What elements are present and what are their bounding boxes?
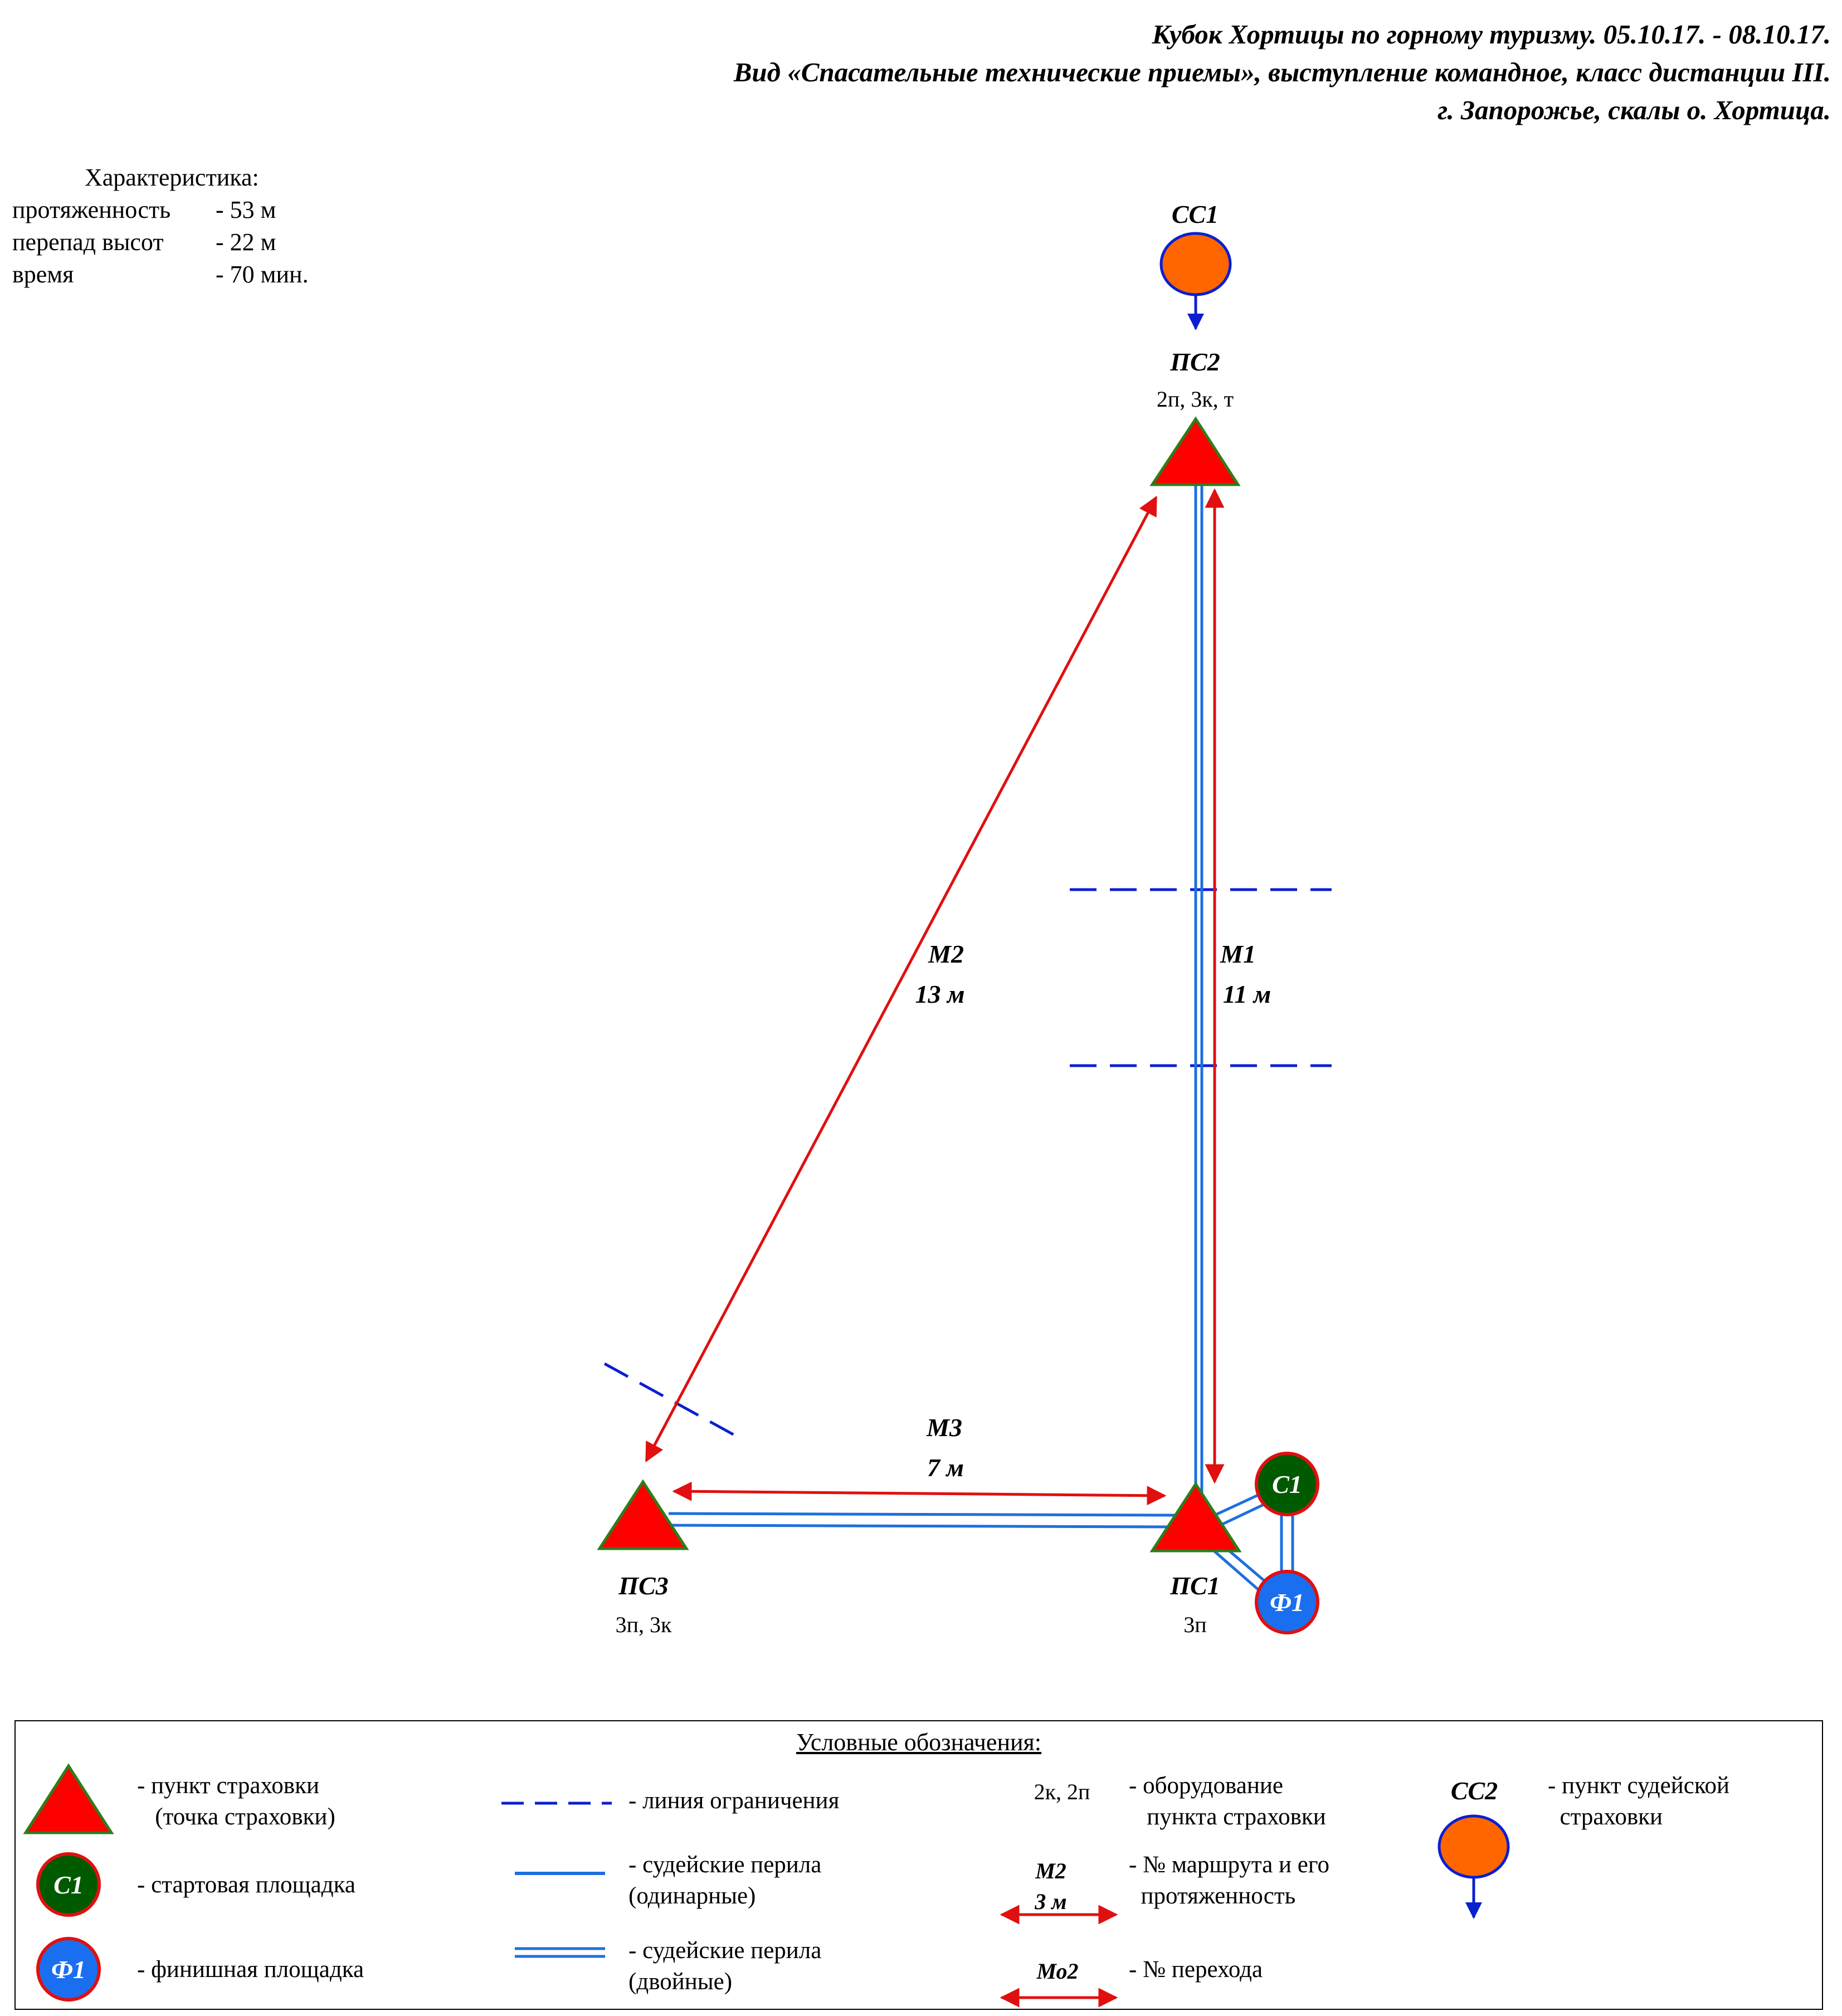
- f1-label: Ф1: [1270, 1588, 1304, 1617]
- finish-area-f1: [1255, 1570, 1319, 1634]
- legend-equipment-example: 2к, 2п: [1034, 1779, 1090, 1804]
- characteristics-row: время - 70 мин.: [12, 258, 309, 291]
- ps2-label: ПС2: [1169, 348, 1220, 376]
- characteristics-row: перепад высот - 22 м: [12, 226, 309, 258]
- limit-line-ps3: [603, 1362, 739, 1439]
- legend-belay-point-text: - пункт страховки (точка страховки): [137, 1773, 335, 1830]
- ps3-equipment: 3п, 3к: [616, 1612, 672, 1637]
- route-m2-length: 13 м: [915, 980, 964, 1008]
- characteristics-key: протяженность: [12, 196, 171, 223]
- route-arrow-m3: [672, 1481, 1167, 1506]
- characteristics-row: протяженность - 53 м: [12, 194, 309, 226]
- ps3-label: ПС3: [618, 1571, 668, 1600]
- legend-transition-example: Мо2: [1036, 1959, 1079, 1984]
- route-m1-length: 11 м: [1223, 980, 1271, 1008]
- characteristics-key: время: [12, 261, 74, 288]
- legend-title: Условные обозначения:: [796, 1729, 1042, 1756]
- belay-point-ps3: [597, 1479, 689, 1550]
- c1-label: С1: [1272, 1470, 1302, 1498]
- legend-judge-belay-icon: [1437, 1814, 1510, 1879]
- header-line-3: г. Запорожье, скалы о. Хортица.: [1437, 95, 1831, 125]
- header-line-2: Вид «Спасательные технические приемы», в…: [733, 57, 1831, 87]
- characteristics-value: - 53 м: [216, 196, 276, 223]
- judge-belay-ss1: [1159, 232, 1232, 296]
- rope-double-ps1-c1: [1214, 1492, 1266, 1527]
- characteristics-value: - 70 мин.: [216, 261, 309, 288]
- legend-equipment-text: - оборудование пункта страховки: [1129, 1773, 1326, 1830]
- legend: Условные обозначения: С1 Ф1 2к, 2п: [14, 1720, 1823, 2010]
- legend-route-text: - № маршрута и его протяженность: [1129, 1852, 1329, 1909]
- legend-belay-point-icon: [23, 1763, 114, 1834]
- route-m3-name: М3: [926, 1413, 962, 1442]
- legend-route-example-name: М2: [1035, 1858, 1066, 1883]
- legend-limit-line-text: - линия ограничения: [628, 1788, 840, 1814]
- route-diagram: СС1 ПС2 2п, 3к, т ПС3 3п, 3к ПС1 3п С1 Ф…: [597, 200, 1332, 1637]
- characteristics-title: Характеристика:: [85, 164, 259, 191]
- route-m2-name: М2: [928, 940, 964, 968]
- legend-judge-symbol: СС2: [1451, 1776, 1498, 1805]
- legend-judge-text: - пункт судейской страховки: [1548, 1773, 1730, 1830]
- belay-point-ps1: [1149, 1481, 1242, 1553]
- ss1-label: СС1: [1172, 200, 1219, 228]
- ps2-equipment: 2п, 3к, т: [1157, 387, 1234, 412]
- belay-point-ps2: [1149, 416, 1241, 486]
- route-m1-name: М1: [1220, 940, 1256, 968]
- ps1-equipment: 3п: [1183, 1612, 1206, 1637]
- ps1-label: ПС1: [1169, 1571, 1220, 1600]
- route-arrow-m2: [645, 495, 1158, 1463]
- legend-rope-double-text: - судейские перила (двойные): [628, 1937, 822, 1995]
- header-line-1: Кубок Хортицы по горному туризму. 05.10.…: [1152, 19, 1831, 50]
- legend-finish-symbol: Ф1: [51, 1955, 86, 1984]
- legend-start-symbol: С1: [53, 1871, 84, 1899]
- rope-double-ps3-ps1: [668, 1512, 1176, 1529]
- start-area-c1: [1255, 1452, 1319, 1516]
- legend-transition-text: - № перехода: [1129, 1956, 1263, 1983]
- characteristics-key: перепад высот: [12, 228, 164, 256]
- legend-rope-double-icon: [515, 1947, 605, 1958]
- legend-finish-icon: [36, 1937, 101, 2002]
- rope-double-ps2-ps1: [1194, 485, 1203, 1493]
- legend-finish-text: - финишная площадка: [137, 1956, 364, 1983]
- legend-start-icon: [36, 1852, 101, 1917]
- characteristics: Характеристика: протяженность - 53 м пер…: [12, 162, 309, 291]
- header: Кубок Хортицы по горному туризму. 05.10.…: [734, 16, 1831, 129]
- characteristics-value: - 22 м: [216, 228, 276, 256]
- legend-symbols: С1 Ф1 2к, 2п М2 3 м Мо2 СС2: [23, 1763, 1510, 2008]
- rope-double-c1-f1: [1280, 1510, 1294, 1574]
- route-m3-length: 7 м: [927, 1453, 964, 1482]
- legend-route-example-length: 3 м: [1034, 1889, 1066, 1914]
- legend-start-text: - стартовая площадка: [137, 1872, 355, 1898]
- legend-rope-single-text: - судейские перила (одинарные): [628, 1852, 822, 1909]
